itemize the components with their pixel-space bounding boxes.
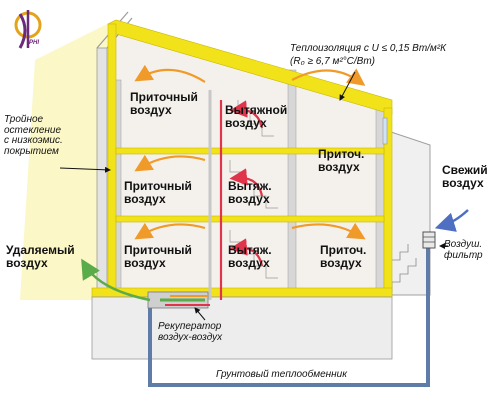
floor3-exhaust: Вытяж. воздух [228, 243, 272, 270]
insulation-line-2: (R₀ ≥ 6,7 м²°С/Вт) [290, 55, 376, 67]
floor3-supply-left: Приточный воздух [124, 243, 192, 270]
floor1-supply-right: Приточ. воздух [318, 147, 365, 174]
right-stairs [391, 244, 417, 292]
removed-air-arrow [81, 258, 151, 302]
building-interior [115, 30, 385, 295]
right-window [382, 117, 388, 145]
floor3-supply-right: Приточ. воздух [320, 243, 367, 270]
insulation-shell [91, 19, 393, 299]
floor1-supply-left: Приточный воздух [130, 90, 198, 117]
recuperator-unit [147, 291, 210, 309]
glazing-line-4: покрытием [4, 145, 59, 157]
removed-air-label: Удаляемый воздух [6, 243, 75, 270]
glazing-line-1: Тройное [4, 114, 44, 125]
floor2-exhaust: Вытяж. воздух [228, 179, 272, 206]
exhaust-arrows [229, 100, 264, 267]
floor1-exhaust: Вытяжной воздух [225, 103, 288, 130]
insulation-line-1: Теплоизоляция с U ≤ 0,15 Вт/м²К [290, 43, 447, 54]
left-exterior-wall [96, 47, 108, 309]
ground-exchanger-label: Грунтовый теплообменник [216, 369, 347, 380]
glazing-line-3: с низкоэмис. [4, 135, 63, 146]
logo-text: PHI [29, 40, 40, 46]
floor2-supply-left: Приточный воздух [124, 179, 192, 206]
fresh-air-intake [422, 209, 469, 249]
insulation-label: Теплоизоляция с U ≤ 0,15 Вт/м²К (R₀ ≥ 6,… [290, 43, 495, 67]
phi-logo [14, 10, 42, 49]
glazing-line-2: остекление [4, 124, 62, 136]
glazing-label: Тройное остекление с низкоэмис. покрытие… [4, 114, 84, 157]
ground-duct [148, 240, 430, 387]
filter-label: Воздуш. фильтр [444, 239, 483, 261]
recuperator-label: Рекуператор воздух-воздух [158, 321, 223, 343]
sunlight-wedge [20, 20, 115, 300]
fresh-air-label: Свежий воздух [442, 163, 488, 190]
leader-lines [59, 71, 448, 321]
foundation [91, 296, 393, 360]
supply-arrows [134, 64, 366, 240]
